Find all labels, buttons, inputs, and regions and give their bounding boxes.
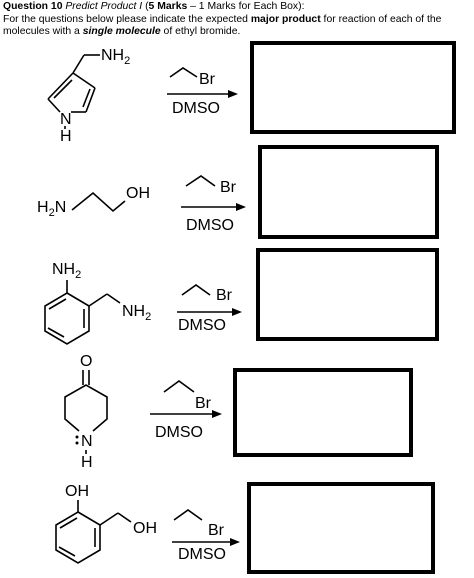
- reagent-5: Br DMSO: [172, 509, 240, 563]
- phenol-oh-label: OH: [65, 483, 89, 500]
- carbonyl-oxygen-label: O: [80, 353, 92, 370]
- molecule-4-piperidone: O N H: [64, 353, 108, 471]
- ethyl-bromide-label: Br: [195, 395, 212, 412]
- answer-box-3[interactable]: [256, 248, 439, 341]
- ethyl-bromide-label: Br: [220, 179, 237, 196]
- solvent-label: DMSO: [155, 424, 203, 441]
- amine-label: H2N: [37, 199, 66, 219]
- benzylamine-label: NH2: [122, 303, 151, 323]
- solvent-label: DMSO: [186, 217, 234, 234]
- molecule-2-ethanolamine: H2N OH: [37, 185, 150, 219]
- reagent-1: Br DMSO: [167, 67, 238, 117]
- pyrrole-n-label: N: [60, 111, 72, 128]
- answer-box-4[interactable]: [233, 368, 413, 457]
- molecule-3-aminomethylaniline: NH2 NH2: [44, 261, 151, 345]
- solvent-label: DMSO: [178, 546, 226, 563]
- header-line-3: molecules with a single molecule of ethy…: [3, 26, 241, 38]
- hydroxyl-label: OH: [126, 185, 150, 202]
- solvent-label: DMSO: [178, 317, 226, 334]
- answer-box-1[interactable]: [250, 41, 456, 134]
- solvent-label: DMSO: [172, 100, 220, 117]
- piperidine-n-label: N: [81, 433, 93, 450]
- reagent-2: Br DMSO: [181, 175, 246, 234]
- molecule-1-pyrrole-methanamine: NH2 N H: [47, 47, 130, 145]
- ethyl-bromide-label: Br: [216, 287, 233, 304]
- answer-box-2[interactable]: [258, 145, 439, 239]
- marks-label: 5 Marks: [148, 1, 188, 12]
- piperidine-h-label: H: [81, 454, 93, 471]
- question-number: Question 10: [3, 1, 63, 12]
- question-title: Predict Product I: [65, 1, 143, 12]
- header-line-1: Question 10 Predict Product I (5 Marks –…: [3, 1, 305, 12]
- benzyl-oh-label: OH: [133, 520, 157, 537]
- answer-box-5[interactable]: [247, 482, 435, 574]
- header-line-2: For the questions below please indicate …: [3, 13, 442, 25]
- reagent-3: Br DMSO: [177, 284, 242, 334]
- reagent-4: Br DMSO: [150, 380, 222, 441]
- pyrrole-h-label: H: [60, 128, 72, 145]
- amine-label: NH2: [101, 47, 130, 67]
- aniline-amine-label: NH2: [52, 261, 81, 281]
- question-header: Question 10 Predict Product I (5 Marks –…: [3, 1, 471, 39]
- ethyl-bromide-label: Br: [199, 71, 216, 88]
- molecule-5-salicyl-alcohol: OH OH: [55, 483, 157, 564]
- ethyl-bromide-label: Br: [208, 522, 225, 539]
